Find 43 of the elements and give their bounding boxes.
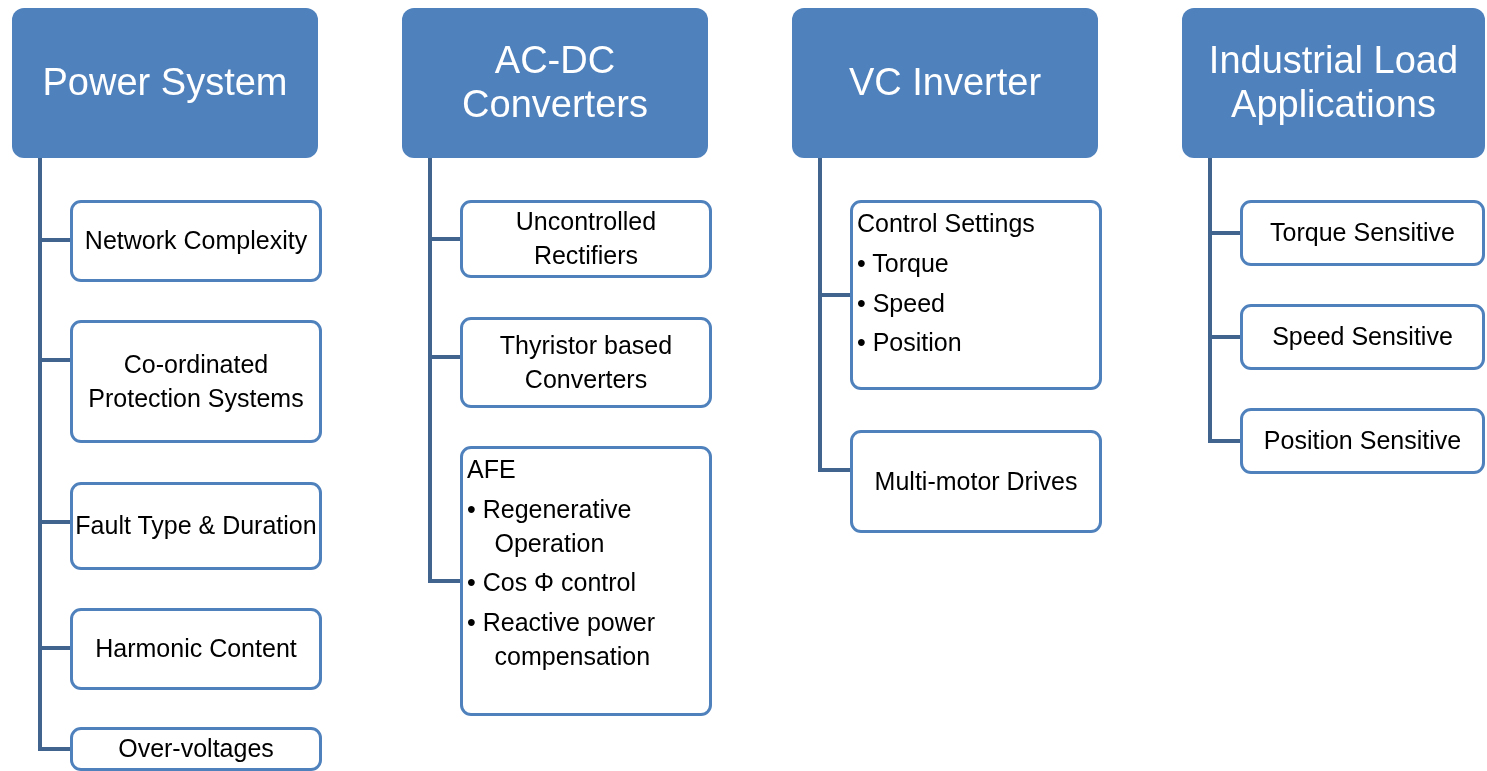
item-label: Torque Sensitive — [1270, 217, 1455, 249]
item-box — [1240, 408, 1485, 474]
connector-line — [428, 158, 460, 583]
item-label: Network Complexity — [84, 225, 308, 257]
header-label: VC Inverter — [848, 61, 1042, 105]
category-header-box — [1182, 8, 1485, 158]
connector-line — [1208, 158, 1240, 443]
header-label: Power System — [42, 61, 288, 105]
item-box — [70, 320, 322, 443]
category-header-box — [402, 8, 708, 158]
bullet-item: • Position — [857, 327, 963, 359]
item-label: Fault Type & Duration — [75, 510, 317, 542]
list-heading: Control Settings — [857, 208, 1035, 239]
bullet-item: • Speed — [857, 287, 946, 319]
item-box — [460, 317, 712, 408]
header-label: AC-DC Converters — [461, 39, 649, 127]
item-box — [70, 727, 322, 771]
header-label: Industrial Load Applications — [1207, 39, 1460, 127]
bullet-item: • Torque — [857, 247, 950, 279]
item-label: Co-ordinated Protection Systems — [87, 348, 305, 414]
item-box — [460, 446, 712, 716]
item-box — [70, 482, 322, 570]
item-box — [1240, 304, 1485, 370]
category-header-box — [12, 8, 318, 158]
item-box — [1240, 200, 1485, 266]
item-box — [460, 200, 712, 278]
item-label: Harmonic Content — [95, 633, 297, 665]
item-label: Multi-motor Drives — [874, 465, 1078, 497]
item-label: Speed Sensitive — [1272, 321, 1453, 353]
bullet-item: • Reactive power compensation — [467, 607, 656, 672]
item-label: Over-voltages — [118, 733, 274, 765]
item-box — [70, 200, 322, 282]
item-label: Thyristor based Converters — [498, 329, 674, 395]
connector-line — [818, 158, 850, 472]
list-heading: AFE — [467, 454, 516, 485]
category-header-box — [792, 8, 1098, 158]
bullet-item: • Regenerative Operation — [467, 493, 633, 559]
item-label: Uncontrolled Rectifiers — [514, 206, 658, 271]
item-box — [70, 608, 322, 690]
item-label: Position Sensitive — [1263, 425, 1462, 457]
item-box — [850, 200, 1102, 390]
bullet-item: • Cos Φ control — [467, 567, 637, 599]
item-box — [850, 430, 1102, 533]
